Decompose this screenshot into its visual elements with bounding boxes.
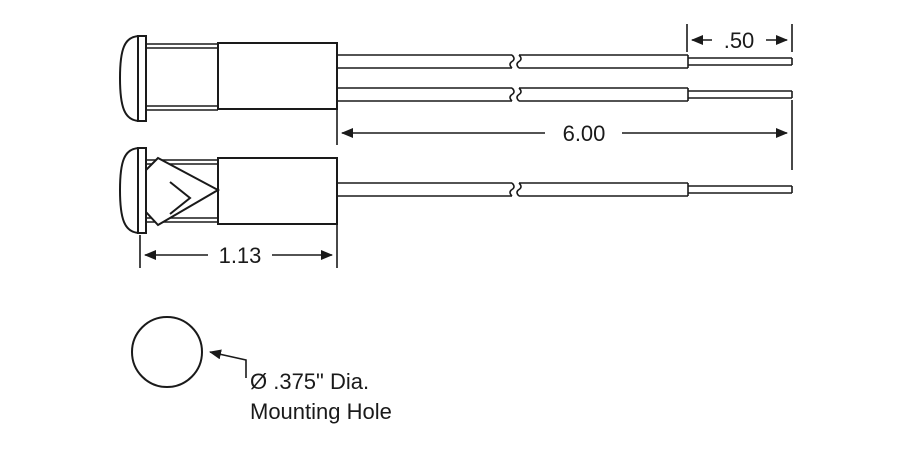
side-lead	[337, 182, 793, 197]
dimension-overall-length: 6.00	[336, 100, 793, 170]
top-view-led	[118, 34, 793, 123]
mounting-hole-caption: Mounting Hole	[250, 399, 392, 424]
lower-lead	[337, 87, 793, 102]
dimension-body-length: 1.13	[139, 225, 338, 268]
dim-lead-strip-label: .50	[724, 28, 755, 53]
mounting-hole-note: Ø .375" Dia. Mounting Hole	[250, 367, 392, 427]
mounting-hole-leader	[209, 349, 247, 378]
mounting-hole-diameter-label: Ø .375" Dia.	[250, 369, 370, 394]
side-led-body	[217, 157, 338, 225]
side-led-lens	[118, 146, 141, 235]
top-led-flange	[137, 35, 147, 122]
side-led-clip-fold	[169, 181, 192, 215]
top-led-body	[217, 42, 338, 110]
dimension-lead-strip: .50	[686, 24, 793, 53]
dim-body-length-label: 1.13	[219, 243, 262, 268]
side-led-flange	[137, 147, 147, 234]
top-led-lens	[118, 34, 141, 123]
mounting-hole-circle	[131, 316, 203, 388]
side-view-led	[118, 146, 793, 235]
dim-overall-length-label: 6.00	[563, 121, 606, 146]
upper-lead	[337, 54, 793, 69]
